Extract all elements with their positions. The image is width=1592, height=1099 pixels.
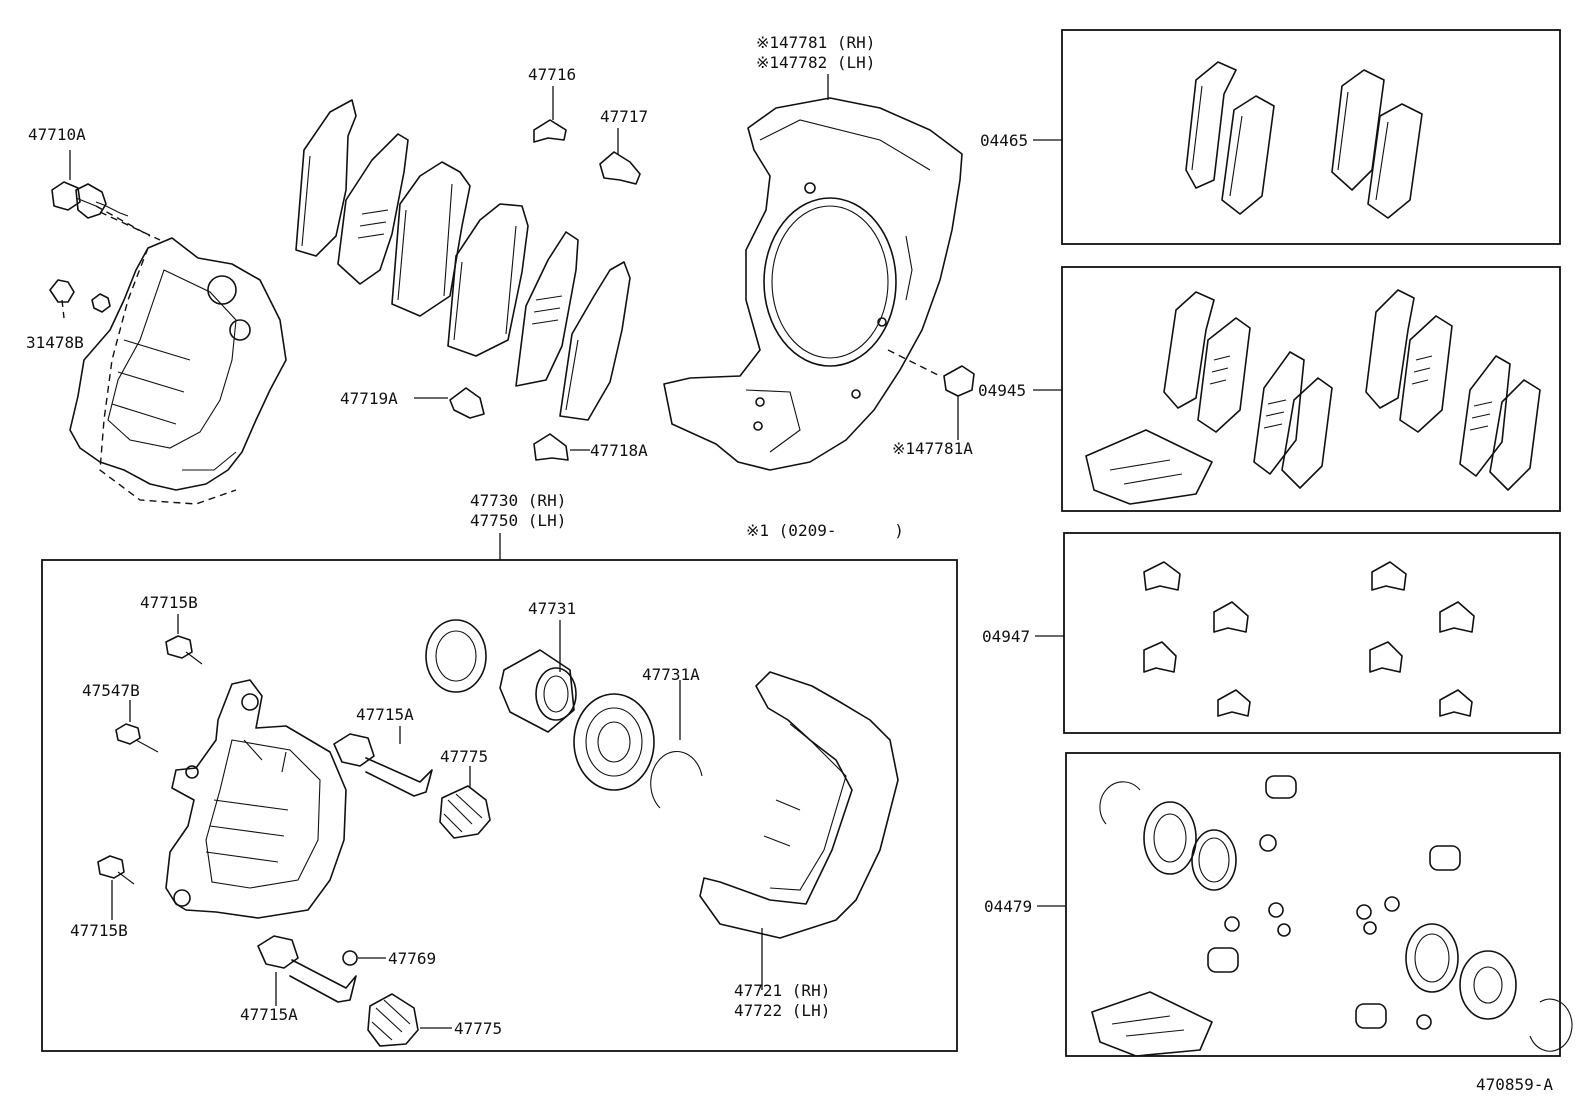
kit-box-04945 — [1061, 266, 1561, 512]
clip-47718A — [533, 433, 590, 461]
label-04945: 04945 — [978, 381, 1026, 400]
bolt-47710A — [51, 150, 151, 237]
label-47769: 47769 — [388, 949, 436, 968]
label-47775-upper: 47775 — [440, 747, 488, 766]
label-note-1: ※1 (0209- ) — [746, 521, 904, 540]
bolt-47715B-lower — [97, 855, 135, 920]
label-47715B-upper: 47715B — [140, 593, 198, 612]
label-47547B: 47547B — [82, 681, 140, 700]
clip-47716 — [533, 86, 567, 143]
label-47782-lh: ※147782 (LH) — [756, 53, 875, 72]
clip-47719A — [414, 387, 485, 419]
label-47781A: ※147781A — [892, 439, 973, 458]
dust-boot — [573, 693, 655, 791]
label-47716: 47716 — [528, 65, 576, 84]
kit-box-04479 — [1065, 752, 1561, 1057]
label-47717: 47717 — [600, 107, 648, 126]
label-47781-rh: ※147781 (RH) — [756, 33, 875, 52]
caliper-body-lower — [165, 679, 347, 919]
pin-47715A-lower — [257, 935, 357, 1006]
label-31478B: 31478B — [26, 333, 84, 352]
label-47718A: 47718A — [590, 441, 648, 460]
label-47715A-lower: 47715A — [240, 1005, 298, 1024]
bleeder-47547B — [115, 700, 159, 753]
pad-group-upper — [295, 99, 631, 421]
clip-set-04947 — [1143, 561, 1475, 717]
bolt-47781A — [887, 349, 975, 440]
pad-set-04945 — [1085, 289, 1541, 505]
label-47731: 47731 — [528, 599, 576, 618]
label-47715A-upper: 47715A — [356, 705, 414, 724]
label-47750-lh: 47750 (LH) — [470, 511, 566, 530]
label-47731A: 47731A — [642, 665, 700, 684]
kit-box-04947 — [1063, 532, 1561, 734]
bracket-47721 — [699, 671, 899, 990]
label-04479: 04479 — [984, 897, 1032, 916]
ring-47731A — [650, 680, 703, 809]
pad-set-04465 — [1185, 61, 1423, 219]
label-04465: 04465 — [980, 131, 1028, 150]
label-04947: 04947 — [982, 627, 1030, 646]
piston-47731 — [499, 620, 577, 733]
boot-47775-lower — [367, 993, 452, 1047]
label-47730-rh: 47730 (RH) — [470, 491, 566, 510]
seal-47731A-ring — [425, 619, 487, 693]
label-diagram-id: 470859-A — [1476, 1075, 1553, 1094]
label-47715B-lower: 47715B — [70, 921, 128, 940]
seal-kit-04479 — [1091, 775, 1573, 1057]
pin-47715A-upper — [333, 726, 433, 797]
bolt-47715B-upper — [165, 614, 203, 665]
label-47775-lower: 47775 — [454, 1019, 502, 1038]
caliper-body-upper — [69, 183, 287, 505]
dust-shield-47781 — [663, 74, 963, 471]
label-47721-rh: 47721 (RH) — [734, 981, 830, 1000]
label-47722-lh: 47722 (LH) — [734, 1001, 830, 1020]
label-47719A: 47719A — [340, 389, 398, 408]
bleeder-31478B — [49, 279, 111, 319]
cap-47769 — [342, 950, 386, 966]
caliper-assembly-box — [41, 559, 958, 1052]
clip-47717 — [599, 128, 641, 185]
kit-box-04465 — [1061, 29, 1561, 245]
boot-47775-upper — [439, 766, 491, 839]
label-47710A: 47710A — [28, 125, 86, 144]
